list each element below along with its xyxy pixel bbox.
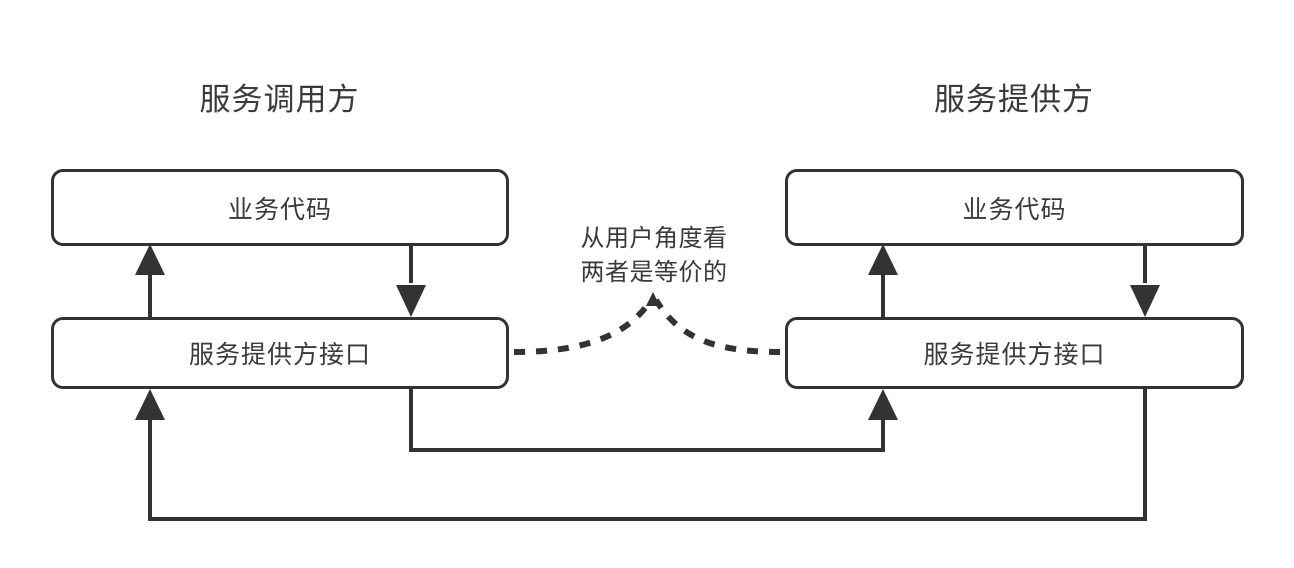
- group-title-caller: 服务调用方: [199, 82, 360, 117]
- connector-caller-biz-to-iface: [396, 246, 426, 317]
- equivalence-annotation: 从用户角度看 两者是等价的: [561, 222, 747, 290]
- node-label: 业务代码: [962, 195, 1067, 224]
- node-caller-provider-interface[interactable]: 服务提供方接口: [51, 317, 509, 389]
- connector-provider-iface-to-biz: [868, 244, 898, 317]
- node-caller-business-code[interactable]: 业务代码: [51, 169, 509, 246]
- group-title-provider: 服务提供方: [934, 82, 1094, 117]
- connector-caller-iface-to-biz: [135, 244, 165, 317]
- node-provider-business-code[interactable]: 业务代码: [785, 169, 1244, 246]
- node-provider-provider-interface[interactable]: 服务提供方接口: [785, 317, 1244, 389]
- connector-provider-iface-to-caller-iface: [135, 389, 1147, 521]
- connector-equivalence-dashed: [513, 292, 781, 355]
- annotation-line-1: 从用户角度看: [580, 225, 728, 252]
- dashed-apex-arrow-icon: [646, 292, 660, 306]
- connector-caller-iface-to-provider-iface: [409, 389, 898, 452]
- annotation-line-2: 两者是等价的: [580, 259, 728, 286]
- node-label: 业务代码: [227, 195, 332, 224]
- node-label: 服务提供方接口: [188, 341, 371, 369]
- connector-provider-biz-to-iface: [1130, 246, 1160, 317]
- node-label: 服务提供方接口: [923, 341, 1106, 369]
